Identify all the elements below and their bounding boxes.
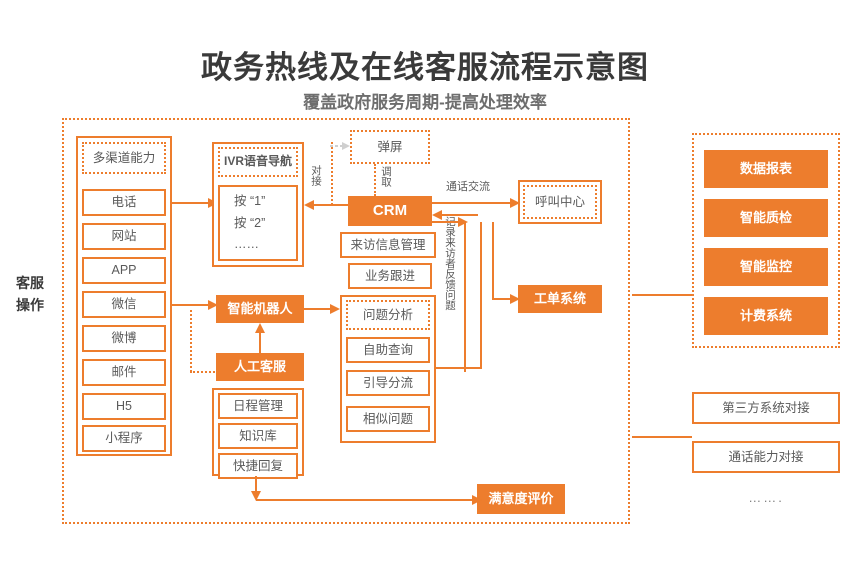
ivr-options-box: 按 “1” 按 “2” …… bbox=[218, 185, 298, 261]
ticket-system-box[interactable]: 工单系统 bbox=[518, 285, 602, 313]
side-label-service-operation: 客服 操作 bbox=[2, 272, 58, 316]
side-label-line1: 客服 bbox=[16, 275, 44, 291]
dotted-line-popup-to-crm bbox=[374, 164, 376, 196]
ivr-option-more: …… bbox=[234, 237, 259, 252]
integration-item-call-capability[interactable]: 通话能力对接 bbox=[692, 441, 840, 473]
ivr-option-1: 按 “1” bbox=[234, 194, 266, 209]
platform-capability-container bbox=[692, 133, 840, 348]
agent-tool-knowledge-base[interactable]: 知识库 bbox=[218, 423, 298, 449]
channel-item-wechat[interactable]: 微信 bbox=[82, 291, 166, 318]
human-agent-box[interactable]: 人工客服 bbox=[216, 353, 304, 381]
platform-item-quality-inspection[interactable]: 智能质检 bbox=[704, 199, 828, 237]
arrow-crm-to-callcenter bbox=[432, 198, 520, 208]
channel-item-website[interactable]: 网站 bbox=[82, 223, 166, 250]
ticket-feed-vertical bbox=[492, 222, 494, 299]
analysis-item-self-service[interactable]: 自助查询 bbox=[346, 337, 430, 363]
edge-label-fetch: 调取 bbox=[380, 166, 393, 187]
edge-label-record-feedback: 记录来访者反馈问题 bbox=[444, 216, 457, 311]
agent-tool-quick-reply[interactable]: 快捷回复 bbox=[218, 453, 298, 479]
platform-item-billing-system[interactable]: 计费系统 bbox=[704, 297, 828, 335]
arrow-robot-to-analysis bbox=[304, 304, 340, 314]
channel-item-email[interactable]: 邮件 bbox=[82, 359, 166, 386]
analysis-item-similar-questions[interactable]: 相似问题 bbox=[346, 406, 430, 432]
analysis-item-guided-routing[interactable]: 引导分流 bbox=[346, 370, 430, 396]
integration-item-third-party[interactable]: 第三方系统对接 bbox=[692, 392, 840, 424]
page-title: 政务热线及在线客服流程示意图 bbox=[201, 50, 649, 85]
dotted-line-to-agent-vertical bbox=[190, 310, 192, 372]
arrow-crm-to-ivr bbox=[304, 200, 354, 210]
connector-main-to-platform bbox=[632, 294, 692, 296]
popup-screen-box: 弹屏 bbox=[350, 130, 430, 164]
edge-label-call-exchange: 通话交流 bbox=[446, 181, 490, 193]
satisfaction-evaluation-box[interactable]: 满意度评价 bbox=[477, 484, 565, 514]
edge-label-docking: 对接 bbox=[310, 165, 323, 186]
arrow-agent-to-robot bbox=[255, 323, 265, 355]
platform-item-data-report[interactable]: 数据报表 bbox=[704, 150, 828, 188]
crm-item-visitor-info[interactable]: 来访信息管理 bbox=[340, 232, 436, 258]
side-label-line2: 操作 bbox=[16, 297, 44, 313]
channel-item-miniprogram[interactable]: 小程序 bbox=[82, 425, 166, 452]
crm-item-business-followup[interactable]: 业务跟进 bbox=[348, 263, 432, 289]
callcenter-box[interactable]: 呼叫中心 bbox=[523, 185, 597, 219]
analysis-header-problem-analysis: 问题分析 bbox=[346, 300, 430, 330]
dotted-line-to-agent-horizontal bbox=[190, 371, 218, 373]
ivr-header: IVR语音导航 bbox=[218, 147, 298, 177]
dotted-line-ivr-crm-vertical bbox=[331, 142, 333, 205]
channel-item-phone[interactable]: 电话 bbox=[82, 189, 166, 216]
dotted-arrow-into-popup bbox=[330, 142, 350, 150]
feedback-loop-vertical-inner bbox=[464, 222, 466, 372]
channel-item-h5[interactable]: H5 bbox=[82, 393, 166, 420]
channel-item-app[interactable]: APP bbox=[82, 257, 166, 284]
connector-main-to-integration bbox=[632, 436, 692, 438]
channel-header-multichannel: 多渠道能力 bbox=[82, 142, 166, 174]
page-subtitle: 覆盖政府服务周期-提高处理效率 bbox=[303, 93, 547, 112]
channel-item-weibo[interactable]: 微博 bbox=[82, 325, 166, 352]
agent-tool-schedule[interactable]: 日程管理 bbox=[218, 393, 298, 419]
ivr-option-2: 按 “2” bbox=[234, 215, 266, 230]
arrow-feedback-into-crm bbox=[432, 217, 468, 227]
crm-box[interactable]: CRM bbox=[348, 196, 432, 226]
feedback-loop-bottom bbox=[436, 367, 482, 369]
arrow-to-satisfaction bbox=[251, 476, 482, 505]
arrow-callcenter-to-crm bbox=[432, 210, 478, 220]
arrow-to-ticket-system bbox=[492, 294, 520, 304]
intelligent-robot-box[interactable]: 智能机器人 bbox=[216, 295, 304, 323]
arrow-wechat-to-robot bbox=[172, 300, 218, 310]
main-flow-container bbox=[62, 118, 630, 524]
platform-item-intelligent-monitoring[interactable]: 智能监控 bbox=[704, 248, 828, 286]
feedback-loop-vertical-outer bbox=[480, 222, 482, 368]
integration-more-indicator: ……. bbox=[748, 490, 784, 505]
